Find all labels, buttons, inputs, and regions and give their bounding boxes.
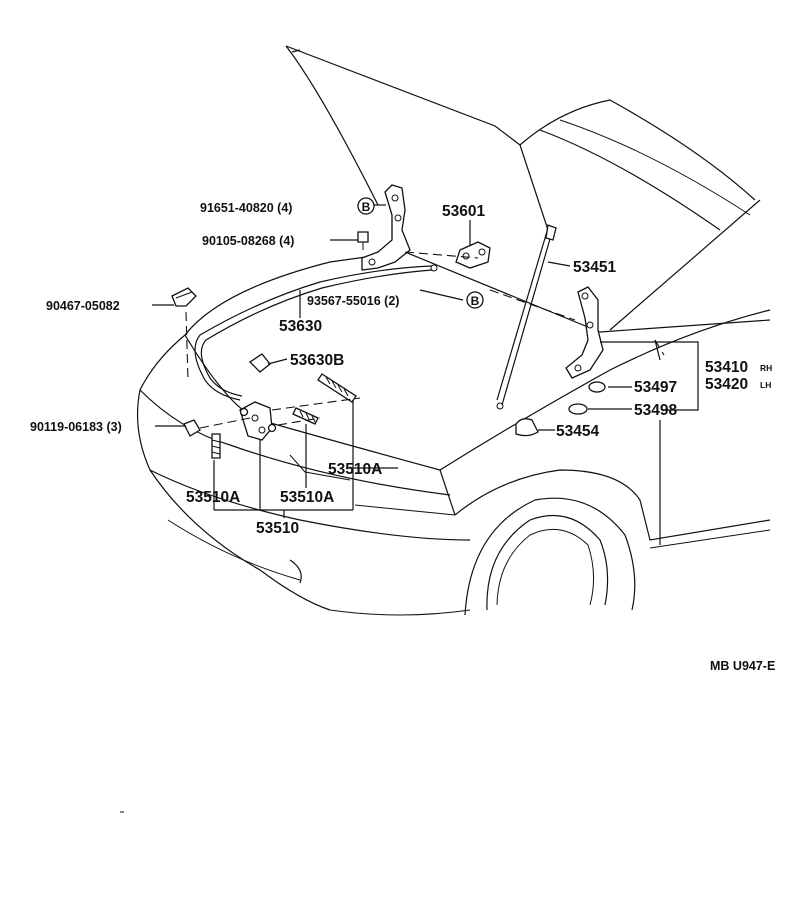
part-label: 90467-05082 (46, 299, 120, 313)
hood-lock-striker (455, 241, 491, 269)
bolt-marker-letter: B (362, 200, 371, 214)
hood-bolts (183, 231, 369, 437)
side-mark-lh: LH (760, 380, 771, 390)
hood-hinge-right (565, 286, 604, 379)
part-label: 53454 (556, 423, 599, 440)
hood-hinge-left (361, 184, 411, 271)
lock-spring-upper (317, 373, 357, 403)
part-label: 91651-40820 (4) (200, 201, 292, 215)
part-label: 53630B (290, 352, 344, 369)
release-cable (194, 264, 438, 401)
bolt-marker-letter: B (471, 294, 480, 308)
side-mark-rh: RH (760, 363, 772, 373)
hood-lock-assembly (239, 401, 277, 441)
part-label: 53498 (634, 402, 677, 419)
part-label: 53510A (328, 461, 382, 478)
part-label: 53497 (634, 379, 677, 396)
part-label: 53630 (279, 318, 322, 335)
car-body-outline (136, 45, 771, 616)
part-label: 53510A (280, 489, 334, 506)
part-label: 53510A (186, 489, 240, 506)
drawing-code: MB U947-E (710, 659, 775, 673)
hood-bumpers (515, 381, 606, 437)
bolt-marker-2: B (466, 291, 484, 309)
part-label: 53410 (705, 359, 748, 376)
part-label: 90119-06183 (3) (30, 420, 122, 434)
cable-clamp (248, 353, 271, 373)
part-label: 53510 (256, 520, 299, 537)
part-label: 53601 (442, 203, 485, 220)
part-label: 53451 (573, 259, 616, 276)
hood-support-rod (496, 224, 557, 410)
part-label: 53420 (705, 376, 748, 393)
lock-spring-lower (211, 433, 221, 459)
part-label: 90105-08268 (4) (202, 234, 294, 248)
hood-cushion-clips (171, 287, 197, 307)
part-label: 93567-55016 (2) (307, 294, 399, 308)
bolt-marker-1: B (357, 197, 375, 215)
callout-labels: 91651-40820 (4) 90105-08268 (4) 90467-05… (30, 201, 775, 673)
assembly-reference-lines (185, 251, 665, 429)
leader-lines (152, 204, 699, 545)
